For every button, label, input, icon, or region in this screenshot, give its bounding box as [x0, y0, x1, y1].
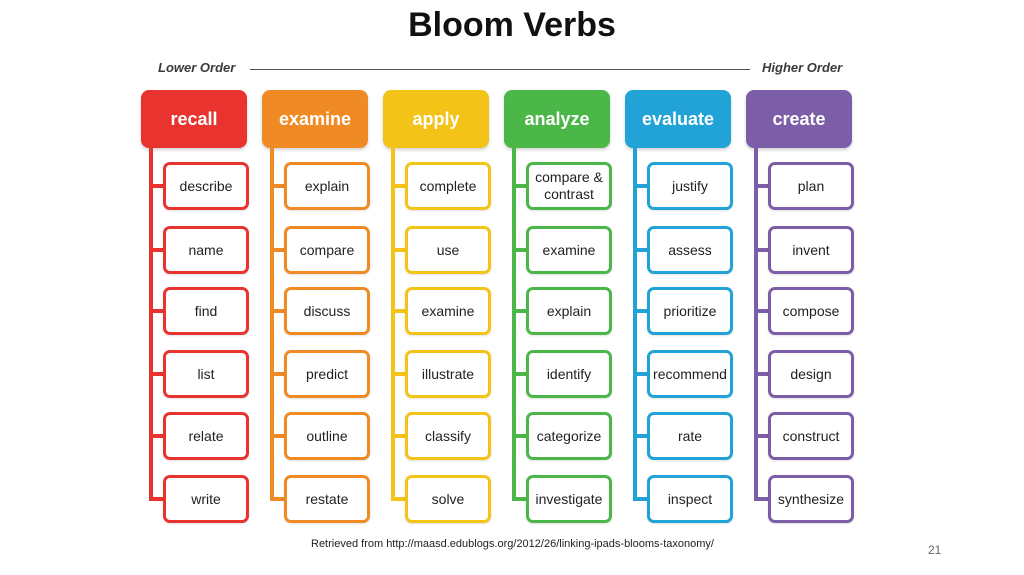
connector-analyze — [512, 184, 528, 188]
connector-recall — [149, 372, 165, 376]
connector-evaluate — [633, 184, 649, 188]
connector-examine — [270, 434, 286, 438]
lower-order-label: Lower Order — [158, 60, 236, 75]
column-spine-examine — [270, 148, 274, 501]
column-spine-recall — [149, 148, 153, 501]
connector-examine — [270, 497, 286, 501]
connector-evaluate — [633, 372, 649, 376]
connector-analyze — [512, 434, 528, 438]
column-analyze: analyze compare & contrast examine explain i… — [504, 90, 616, 528]
column-header-create: create — [746, 90, 852, 148]
verb-box: construct — [768, 412, 854, 460]
order-axis-line — [250, 69, 750, 70]
column-spine-apply — [391, 148, 395, 501]
connector-create — [754, 434, 770, 438]
verb-box: restate — [284, 475, 370, 523]
verb-box: inspect — [647, 475, 733, 523]
connector-recall — [149, 309, 165, 313]
connector-create — [754, 248, 770, 252]
verb-box: compose — [768, 287, 854, 335]
verb-box: use — [405, 226, 491, 274]
column-create: create plan invent compose design construct sy… — [746, 90, 858, 528]
column-spine-analyze — [512, 148, 516, 501]
verb-box: relate — [163, 412, 249, 460]
column-apply: apply complete use examine illustrate classif… — [383, 90, 495, 528]
verb-box: compare — [284, 226, 370, 274]
source-citation: Retrieved from http://maasd.edublogs.org… — [311, 538, 714, 550]
column-header-recall: recall — [141, 90, 247, 148]
connector-create — [754, 372, 770, 376]
verb-box: justify — [647, 162, 733, 210]
column-evaluate: evaluate justify assess prioritize recommend… — [625, 90, 737, 528]
connector-create — [754, 497, 770, 501]
verb-box: explain — [526, 287, 612, 335]
verb-box: write — [163, 475, 249, 523]
connector-apply — [391, 372, 407, 376]
verb-box: name — [163, 226, 249, 274]
connector-evaluate — [633, 434, 649, 438]
connector-apply — [391, 309, 407, 313]
verb-box: identify — [526, 350, 612, 398]
connector-recall — [149, 434, 165, 438]
connector-recall — [149, 184, 165, 188]
connector-analyze — [512, 309, 528, 313]
column-header-apply: apply — [383, 90, 489, 148]
column-examine: examine explain compare discuss predict outli… — [262, 90, 374, 528]
column-spine-evaluate — [633, 148, 637, 501]
connector-create — [754, 184, 770, 188]
connector-evaluate — [633, 248, 649, 252]
connector-examine — [270, 372, 286, 376]
connector-evaluate — [633, 309, 649, 313]
verb-box: examine — [526, 226, 612, 274]
column-recall: recall describe name find list relate write — [141, 90, 253, 528]
connector-examine — [270, 184, 286, 188]
column-spine-create — [754, 148, 758, 501]
page-title: Bloom Verbs — [408, 6, 616, 44]
verb-box: investigate — [526, 475, 612, 523]
verb-box: predict — [284, 350, 370, 398]
column-header-examine: examine — [262, 90, 368, 148]
verb-box: categorize — [526, 412, 612, 460]
connector-analyze — [512, 372, 528, 376]
verb-box: list — [163, 350, 249, 398]
verb-box: classify — [405, 412, 491, 460]
verb-box: plan — [768, 162, 854, 210]
verb-box: complete — [405, 162, 491, 210]
connector-evaluate — [633, 497, 649, 501]
verb-box: describe — [163, 162, 249, 210]
connector-recall — [149, 248, 165, 252]
verb-box: solve — [405, 475, 491, 523]
connector-examine — [270, 248, 286, 252]
verb-box: discuss — [284, 287, 370, 335]
connector-apply — [391, 184, 407, 188]
higher-order-label: Higher Order — [762, 60, 843, 75]
connector-recall — [149, 497, 165, 501]
verb-box: find — [163, 287, 249, 335]
connector-examine — [270, 309, 286, 313]
verb-box: outline — [284, 412, 370, 460]
connector-analyze — [512, 497, 528, 501]
verb-box: explain — [284, 162, 370, 210]
verb-box: synthesize — [768, 475, 854, 523]
connector-apply — [391, 497, 407, 501]
connector-apply — [391, 434, 407, 438]
connector-create — [754, 309, 770, 313]
verb-box: compare & contrast — [526, 162, 612, 210]
column-header-analyze: analyze — [504, 90, 610, 148]
verb-box: examine — [405, 287, 491, 335]
verb-box: prioritize — [647, 287, 733, 335]
verb-box: rate — [647, 412, 733, 460]
verb-box: recommend — [647, 350, 733, 398]
verb-box: assess — [647, 226, 733, 274]
page-number: 21 — [928, 543, 942, 557]
verb-box: invent — [768, 226, 854, 274]
verb-box: illustrate — [405, 350, 491, 398]
connector-apply — [391, 248, 407, 252]
connector-analyze — [512, 248, 528, 252]
column-header-evaluate: evaluate — [625, 90, 731, 148]
verb-box: design — [768, 350, 854, 398]
